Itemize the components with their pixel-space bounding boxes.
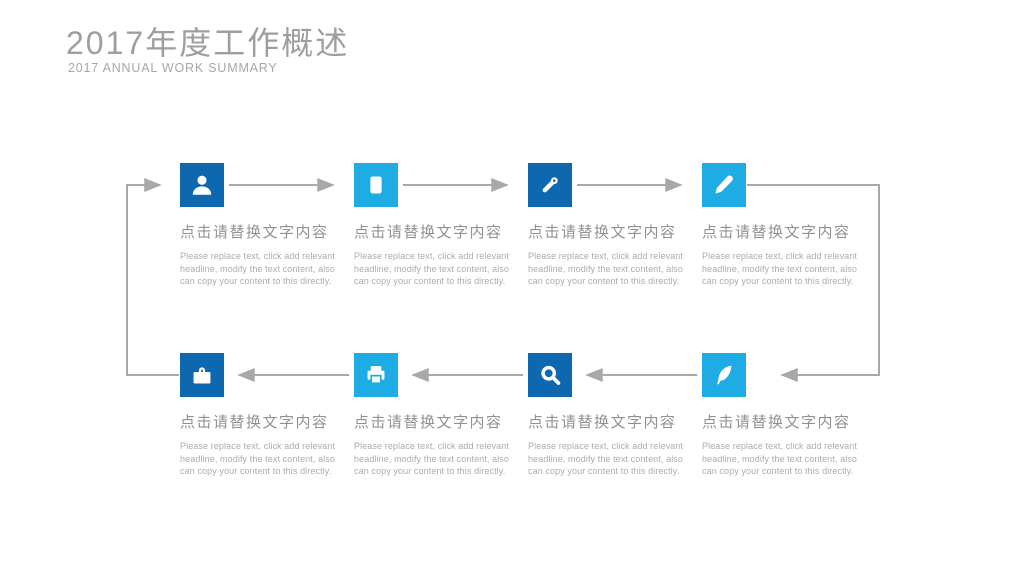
search-icon <box>528 353 572 397</box>
step-body-line: Please replace text, click add relevant <box>528 251 683 261</box>
step-body-line: can copy your content to this directly. <box>702 466 854 476</box>
step-body-line: Please replace text, click add relevant <box>180 441 335 451</box>
step-body-line: can copy your content to this directly. <box>702 276 854 286</box>
step-body-line: Please replace text, click add relevant <box>180 251 335 261</box>
step-heading: 点击请替换文字内容 <box>528 414 677 431</box>
page-subtitle: 2017 ANNUAL WORK SUMMARY <box>68 61 278 75</box>
step-body-line: can copy your content to this directly. <box>180 276 332 286</box>
step-body-line: headline, modify the text content, also <box>528 453 683 464</box>
step-heading: 点击请替换文字内容 <box>528 224 677 241</box>
document-icon <box>354 163 398 207</box>
flow-step-3: 点击请替换文字内容 Please replace text, click add… <box>528 163 688 288</box>
step-body: Please replace text, click add relevant … <box>528 440 688 478</box>
step-heading: 点击请替换文字内容 <box>702 414 851 431</box>
step-body: Please replace text, click add relevant … <box>354 250 514 288</box>
page-title: 2017年度工作概述 <box>66 25 350 61</box>
arrow-left-loop <box>126 178 179 376</box>
key-icon <box>528 163 572 207</box>
step-body: Please replace text, click add relevant … <box>180 250 340 288</box>
step-body-line: headline, modify the text content, also <box>354 453 509 464</box>
flow-step-8: 点击请替换文字内容 Please replace text, click add… <box>702 353 862 478</box>
quill-icon <box>702 353 746 397</box>
step-heading: 点击请替换文字内容 <box>354 224 503 241</box>
flow-step-5: 点击请替换文字内容 Please replace text, click add… <box>180 353 340 478</box>
step-body: Please replace text, click add relevant … <box>180 440 340 478</box>
flow-step-7: 点击请替换文字内容 Please replace text, click add… <box>528 353 688 478</box>
flow-step-6: 点击请替换文字内容 Please replace text, click add… <box>354 353 514 478</box>
printer-icon <box>354 353 398 397</box>
step-body-line: Please replace text, click add relevant <box>354 441 509 451</box>
step-body: Please replace text, click add relevant … <box>702 440 862 478</box>
step-body-line: headline, modify the text content, also <box>180 453 335 464</box>
step-heading: 点击请替换文字内容 <box>180 414 329 431</box>
step-heading: 点击请替换文字内容 <box>702 224 851 241</box>
step-body-line: headline, modify the text content, also <box>702 263 857 274</box>
step-heading: 点击请替换文字内容 <box>180 224 329 241</box>
step-heading: 点击请替换文字内容 <box>354 414 503 431</box>
step-body-line: Please replace text, click add relevant <box>702 251 857 261</box>
step-body-line: Please replace text, click add relevant <box>528 441 683 451</box>
step-body: Please replace text, click add relevant … <box>528 250 688 288</box>
step-body-line: can copy your content to this directly. <box>354 466 506 476</box>
step-body-line: can copy your content to this directly. <box>354 276 506 286</box>
briefcase-icon <box>180 353 224 397</box>
step-body: Please replace text, click add relevant … <box>354 440 514 478</box>
step-body-line: headline, modify the text content, also <box>180 263 335 274</box>
step-body-line: can copy your content to this directly. <box>528 466 680 476</box>
step-body-line: can copy your content to this directly. <box>528 276 680 286</box>
step-body-line: headline, modify the text content, also <box>702 453 857 464</box>
step-body-line: can copy your content to this directly. <box>180 466 332 476</box>
pencil-icon <box>702 163 746 207</box>
step-body: Please replace text, click add relevant … <box>702 250 862 288</box>
flow-step-4: 点击请替换文字内容 Please replace text, click add… <box>702 163 862 288</box>
step-body-line: headline, modify the text content, also <box>528 263 683 274</box>
person-icon <box>180 163 224 207</box>
step-body-line: Please replace text, click add relevant <box>354 251 509 261</box>
step-body-line: headline, modify the text content, also <box>354 263 509 274</box>
step-body-line: Please replace text, click add relevant <box>702 441 857 451</box>
flow-step-1: 点击请替换文字内容 Please replace text, click add… <box>180 163 340 288</box>
arrow-right-loop <box>747 184 880 382</box>
flow-step-2: 点击请替换文字内容 Please replace text, click add… <box>354 163 514 288</box>
